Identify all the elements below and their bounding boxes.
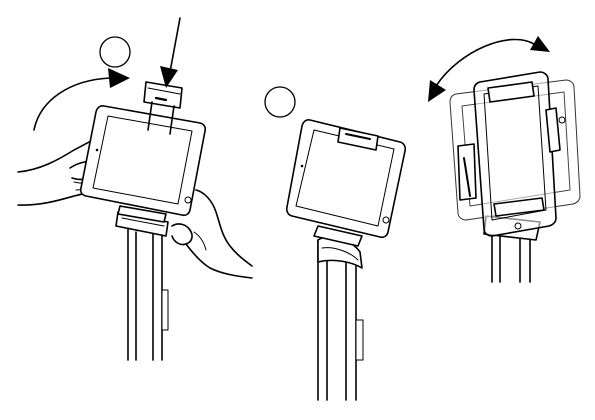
step-1-panel	[18, 18, 252, 360]
stand-pole-1	[128, 228, 168, 360]
down-arrow-icon	[160, 18, 180, 88]
stand-pole-2	[318, 237, 363, 400]
step-2-marker	[265, 87, 295, 117]
step-1-marker	[100, 37, 130, 67]
step-3-panel	[428, 36, 580, 282]
tablet-1	[81, 106, 206, 215]
step-2-panel	[265, 87, 405, 400]
side-clamp-left	[458, 144, 476, 200]
